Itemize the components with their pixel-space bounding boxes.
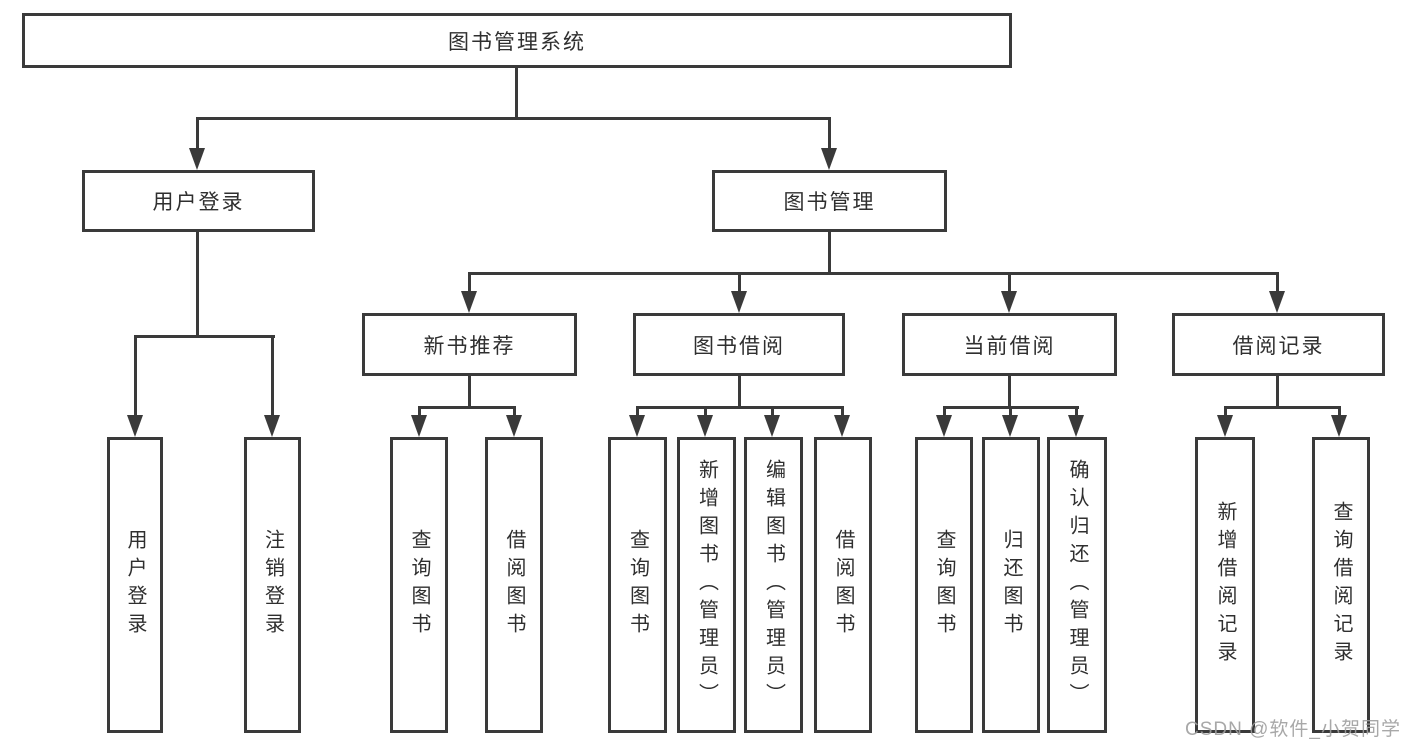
connector-line <box>513 406 516 418</box>
arrow-down-icon <box>411 415 427 437</box>
leaf-query-books-1: 查询图书 <box>390 437 448 733</box>
connector-line <box>196 232 199 337</box>
connector-line <box>841 406 844 418</box>
node-borrow-records: 借阅记录 <box>1172 313 1385 376</box>
connector-line <box>468 272 471 294</box>
arrow-down-icon <box>264 415 280 437</box>
connector-line <box>418 406 421 418</box>
connector-line <box>943 406 946 418</box>
arrow-down-icon <box>731 291 747 313</box>
connector-line <box>1224 406 1341 409</box>
leaf-return-books: 归还图书 <box>982 437 1040 733</box>
connector-line <box>515 68 518 119</box>
leaf-edit-books-admin: 编辑图书（管理员） <box>744 437 803 733</box>
node-book-management: 图书管理 <box>712 170 947 232</box>
connector-line <box>636 406 844 409</box>
node-user-login: 用户登录 <box>82 170 315 232</box>
connector-line <box>1075 406 1078 418</box>
connector-line <box>468 272 1279 275</box>
arrow-down-icon <box>461 291 477 313</box>
arrow-down-icon <box>629 415 645 437</box>
connector-line <box>196 117 831 120</box>
arrow-down-icon <box>697 415 713 437</box>
connector-line <box>134 335 137 417</box>
connector-line <box>196 117 199 150</box>
arrow-down-icon <box>1269 291 1285 313</box>
arrow-down-icon <box>189 148 205 170</box>
leaf-query-books-3: 查询图书 <box>915 437 973 733</box>
watermark: CSDN @软件_小贺同学 <box>1185 719 1401 740</box>
leaf-query-books-2: 查询图书 <box>608 437 667 733</box>
connector-line <box>738 376 741 409</box>
arrow-down-icon <box>1002 415 1018 437</box>
connector-line <box>1338 406 1341 418</box>
arrow-down-icon <box>506 415 522 437</box>
leaf-add-borrow-record: 新增借阅记录 <box>1195 437 1255 733</box>
arrow-down-icon <box>821 148 837 170</box>
connector-line <box>1276 376 1279 409</box>
connector-line <box>828 232 831 274</box>
arrow-down-icon <box>834 415 850 437</box>
connector-line <box>1276 272 1279 294</box>
arrow-down-icon <box>1068 415 1084 437</box>
leaf-query-borrow-record: 查询借阅记录 <box>1312 437 1370 733</box>
leaf-confirm-return-admin: 确认归还（管理员） <box>1047 437 1107 733</box>
connector-line <box>418 406 516 409</box>
connector-line <box>828 117 831 150</box>
arrow-down-icon <box>1001 291 1017 313</box>
connector-line <box>704 406 707 418</box>
node-new-book-recommend: 新书推荐 <box>362 313 577 376</box>
connector-line <box>738 272 741 294</box>
connector-line <box>771 406 774 418</box>
connector-line <box>468 376 471 409</box>
connector-line <box>1009 406 1012 418</box>
node-book-borrow: 图书借阅 <box>633 313 845 376</box>
leaf-borrow-books-2: 借阅图书 <box>814 437 872 733</box>
leaf-logout: 注销登录 <box>244 437 301 733</box>
connector-line <box>1008 272 1011 294</box>
connector-line <box>1224 406 1227 418</box>
leaf-add-books-admin: 新增图书（管理员） <box>677 437 736 733</box>
arrow-down-icon <box>764 415 780 437</box>
arrow-down-icon <box>127 415 143 437</box>
connector-line <box>134 335 275 338</box>
arrow-down-icon <box>1331 415 1347 437</box>
leaf-borrow-books-1: 借阅图书 <box>485 437 543 733</box>
connector-line <box>1008 376 1011 409</box>
leaf-user-login: 用户登录 <box>107 437 163 733</box>
connector-line <box>271 335 274 417</box>
arrow-down-icon <box>936 415 952 437</box>
node-root-library-system: 图书管理系统 <box>22 13 1012 68</box>
connector-line <box>636 406 639 418</box>
arrow-down-icon <box>1217 415 1233 437</box>
node-current-borrow: 当前借阅 <box>902 313 1117 376</box>
